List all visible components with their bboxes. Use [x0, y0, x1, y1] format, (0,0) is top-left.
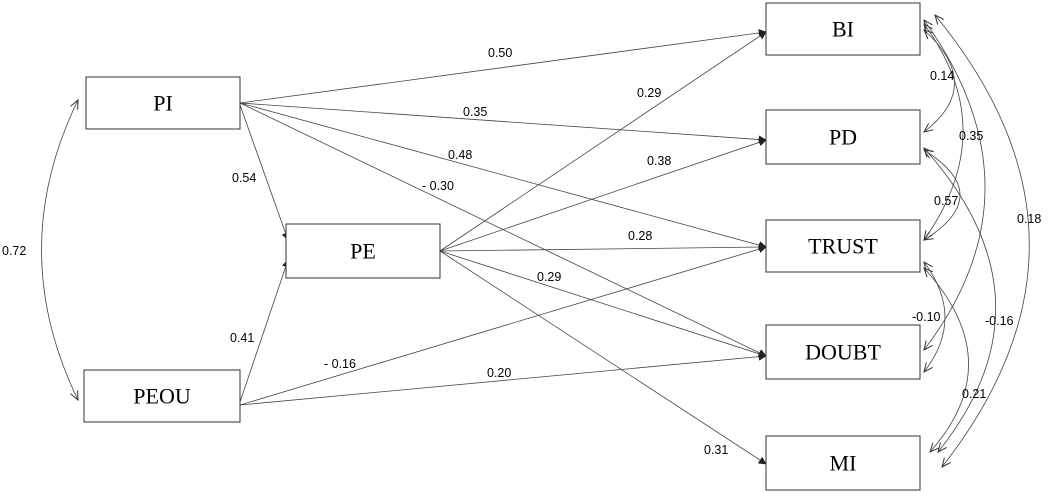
- arrow-pi-pe: [239, 104, 290, 241]
- path-coefficients: 0.50 0.35 0.48 - 0.30 0.54 0.41 - 0.16 0…: [230, 46, 728, 457]
- coef-pe-doubt: 0.29: [537, 270, 561, 284]
- coef-pi-pe: 0.54: [232, 171, 256, 185]
- node-pi-label: PI: [153, 91, 173, 116]
- arrow-pi-bi: [239, 28, 767, 104]
- arrow-pi-trust: [239, 102, 767, 249]
- corr-pd-mi: -0.16: [985, 314, 1014, 328]
- coef-peou-trust: - 0.16: [324, 357, 356, 371]
- node-mi: MI: [765, 435, 921, 491]
- node-trust: TRUST: [765, 219, 921, 273]
- coef-pi-trust: 0.48: [448, 148, 472, 162]
- corr-arc-pi-peou: [41, 100, 79, 400]
- coef-pe-pd: 0.38: [647, 154, 671, 168]
- corr-arc-pd-mi: [924, 148, 996, 452]
- node-doubt: DOUBT: [765, 324, 921, 380]
- coef-pe-mi: 0.31: [704, 443, 728, 457]
- corr-trust-mi: 0.21: [962, 387, 986, 401]
- arrow-peou-doubt: [239, 352, 767, 406]
- node-pd: PD: [765, 109, 921, 165]
- corr-arc-bi-mi: [935, 15, 1030, 467]
- correlation-coefficients: 0.72 0.14 0.35 0.18 0.57 -0.16 -0.10 0.2…: [2, 69, 1041, 401]
- arrow-pe-bi: [439, 31, 767, 252]
- node-bi-label: BI: [832, 17, 854, 42]
- corr-bi-doubt: 0.18: [1017, 212, 1041, 226]
- node-trust-label: TRUST: [808, 234, 878, 259]
- node-bi: BI: [765, 2, 921, 56]
- coef-pi-pd: 0.35: [463, 105, 487, 119]
- arrow-pe-mi: [439, 250, 767, 465]
- node-mi-label: MI: [830, 451, 857, 476]
- node-peou: PEOU: [83, 369, 241, 423]
- coef-peou-pe: 0.41: [230, 331, 254, 345]
- coef-pe-bi: 0.29: [637, 86, 661, 100]
- corr-bi-pd: 0.14: [930, 69, 954, 83]
- node-pi: PI: [85, 76, 241, 130]
- node-pe: PE: [285, 223, 441, 279]
- path-arrows: [239, 28, 767, 465]
- arrow-peou-trust: [239, 245, 767, 406]
- corr-arc-bi-doubt: [924, 20, 986, 350]
- coef-pi-bi: 0.50: [488, 46, 512, 60]
- corr-bi-trust: 0.35: [959, 129, 983, 143]
- arrow-peou-pe: [239, 259, 290, 403]
- arrow-pi-pd: [239, 102, 767, 144]
- coef-pi-doubt: - 0.30: [422, 179, 454, 193]
- corr-pi-peou: 0.72: [2, 244, 26, 258]
- node-doubt-label: DOUBT: [805, 340, 881, 365]
- node-pd-label: PD: [829, 125, 857, 150]
- corr-arc-trust-mi: [924, 268, 969, 452]
- coef-peou-doubt: 0.20: [487, 366, 511, 380]
- correlation-arcs: [41, 15, 1030, 467]
- corr-trust-doubt: -0.10: [912, 310, 941, 324]
- node-peou-label: PEOU: [133, 384, 191, 409]
- corr-pd-trust: 0.57: [934, 194, 958, 208]
- arrow-pe-pd: [439, 138, 767, 252]
- coef-pe-trust: 0.28: [628, 229, 652, 243]
- node-pe-label: PE: [350, 239, 376, 264]
- arrow-pe-trust: [439, 243, 767, 252]
- arrow-pe-doubt: [439, 250, 767, 358]
